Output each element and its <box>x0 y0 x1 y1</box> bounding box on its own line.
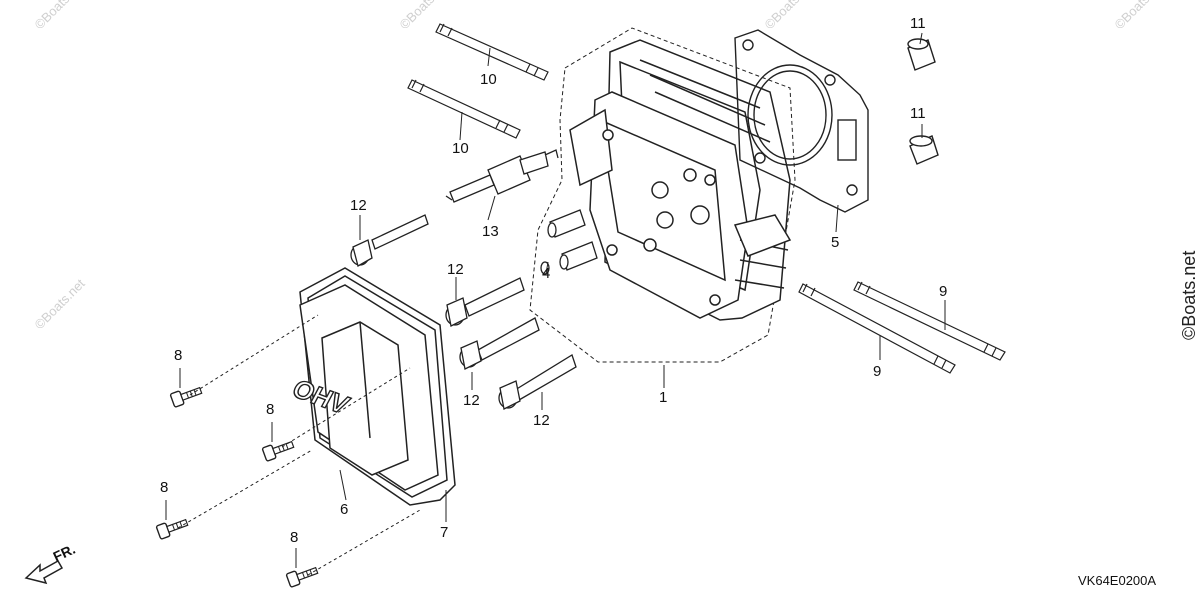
bolt-8-c <box>155 515 190 541</box>
callout-8-b: 8 <box>266 401 274 418</box>
bolt-8-a <box>169 383 204 409</box>
flange-bolt-12-c <box>498 354 577 410</box>
assembly-outline-1 <box>529 27 796 363</box>
stud-bolt-upper <box>435 23 549 81</box>
diagram-code: VK64E0200A <box>1078 573 1156 588</box>
callout-12-left: 12 <box>350 197 367 214</box>
bolt-8-b <box>261 437 296 463</box>
stud-bolt-9-upper <box>853 281 1006 361</box>
callout-10-lower: 10 <box>452 140 469 157</box>
callout-8-a: 8 <box>174 347 182 364</box>
callout-11-lower: 11 <box>910 105 926 122</box>
watermark-vertical: ©Boats.net <box>1179 251 1199 340</box>
cylinder-head <box>569 39 792 321</box>
head-cover: OHV <box>287 284 439 491</box>
guide-dowels <box>547 209 598 271</box>
callout-12-a: 12 <box>447 261 464 278</box>
callout-1: 1 <box>659 389 667 406</box>
callout-7: 7 <box>440 524 448 541</box>
callout-9-right: 9 <box>939 283 947 300</box>
front-direction-indicator: FR. <box>24 541 78 585</box>
callout-11-upper: 11 <box>910 15 926 32</box>
callout-5: 5 <box>831 234 839 251</box>
spark-plug <box>445 149 559 203</box>
callout-13: 13 <box>482 223 499 240</box>
watermark-text: ©Boats.net <box>1112 0 1168 32</box>
callout-8-c: 8 <box>160 479 168 496</box>
front-label: FR. <box>51 541 78 565</box>
dowel-pin-lower <box>909 135 939 165</box>
stud-bolt-9-lower <box>798 283 956 374</box>
callout-9-left: 9 <box>873 363 881 380</box>
flange-bolt-12-a <box>445 277 525 327</box>
callout-12-b: 12 <box>463 392 480 409</box>
watermark-text: ©Boats.net <box>32 0 88 32</box>
watermark-text: ©Boats.net <box>32 276 88 332</box>
leader-lines <box>165 32 946 576</box>
callout-labels: 10 10 13 12 12 12 12 4 1 5 11 11 9 9 8 8… <box>160 15 947 546</box>
flange-bolt-12-b <box>459 317 540 370</box>
watermark-text: ©Boats.net <box>762 0 818 32</box>
stud-bolt-lower <box>407 79 521 139</box>
callout-4: 4 <box>542 265 550 282</box>
callout-10-upper: 10 <box>480 71 497 88</box>
head-gasket <box>734 29 869 213</box>
flange-bolt-12-left <box>350 214 429 267</box>
callout-12-c: 12 <box>533 412 550 429</box>
bolt-8-d <box>285 563 320 589</box>
front-arrow-icon <box>24 559 64 585</box>
callout-8-d: 8 <box>290 529 298 546</box>
callout-6: 6 <box>340 501 348 518</box>
dowel-pin-upper <box>907 38 936 71</box>
